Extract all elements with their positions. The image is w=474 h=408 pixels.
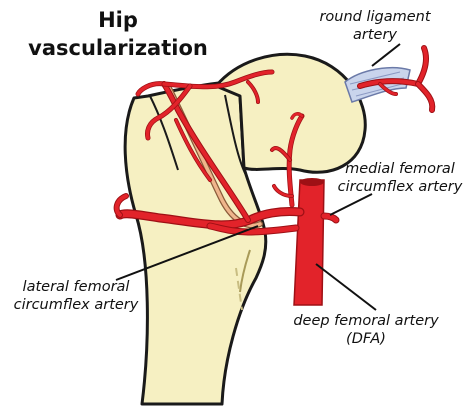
deep-femoral-label-line-2: (DFA) [346, 331, 386, 347]
lesser-trochanter-line [239, 249, 251, 293]
lateral-circumflex-artery [206, 222, 300, 236]
round-ligament-label-line-1: round ligament [319, 9, 431, 25]
medial-femoral-label-line-1: medial femoral [345, 161, 455, 177]
lateral-femoral-label: lateral femoral circumflex artery [6, 278, 146, 314]
leader-dfa [315, 263, 377, 311]
lateral-femoral-label-line-2: circumflex artery [13, 297, 139, 313]
round-ligament-artery [357, 45, 436, 113]
deep-femoral-artery [293, 179, 325, 306]
neck-contour [224, 94, 247, 176]
medial-femoral-label: medial femoral circumflex artery [330, 160, 470, 196]
dfa-lumen [300, 178, 324, 186]
lateral-femoral-label-line-1: lateral femoral [22, 279, 130, 295]
round-ligament-label-line-2: artery [353, 27, 397, 43]
title-line-1: Hip [98, 8, 138, 32]
deep-femoral-label-line-1: deep femoral artery [293, 313, 439, 329]
leader-lines [115, 43, 401, 311]
ascending-branches [135, 69, 275, 223]
leader-lateral [115, 225, 259, 281]
trochanter-line [149, 95, 179, 171]
leader-medial [329, 193, 373, 216]
title-line-2: vascularization [28, 36, 208, 60]
leader-round-ligament [371, 43, 401, 67]
lesser-trochanter-line-2 [235, 267, 243, 311]
femoral-head [214, 52, 367, 174]
diagram-title: Hip vascularization [18, 6, 218, 62]
round-ligament-label: round ligament artery [300, 8, 450, 44]
head-branches [270, 112, 305, 208]
medial-femoral-label-line-2: circumflex artery [337, 179, 463, 195]
deep-femoral-label: deep femoral artery (DFA) [276, 312, 456, 348]
